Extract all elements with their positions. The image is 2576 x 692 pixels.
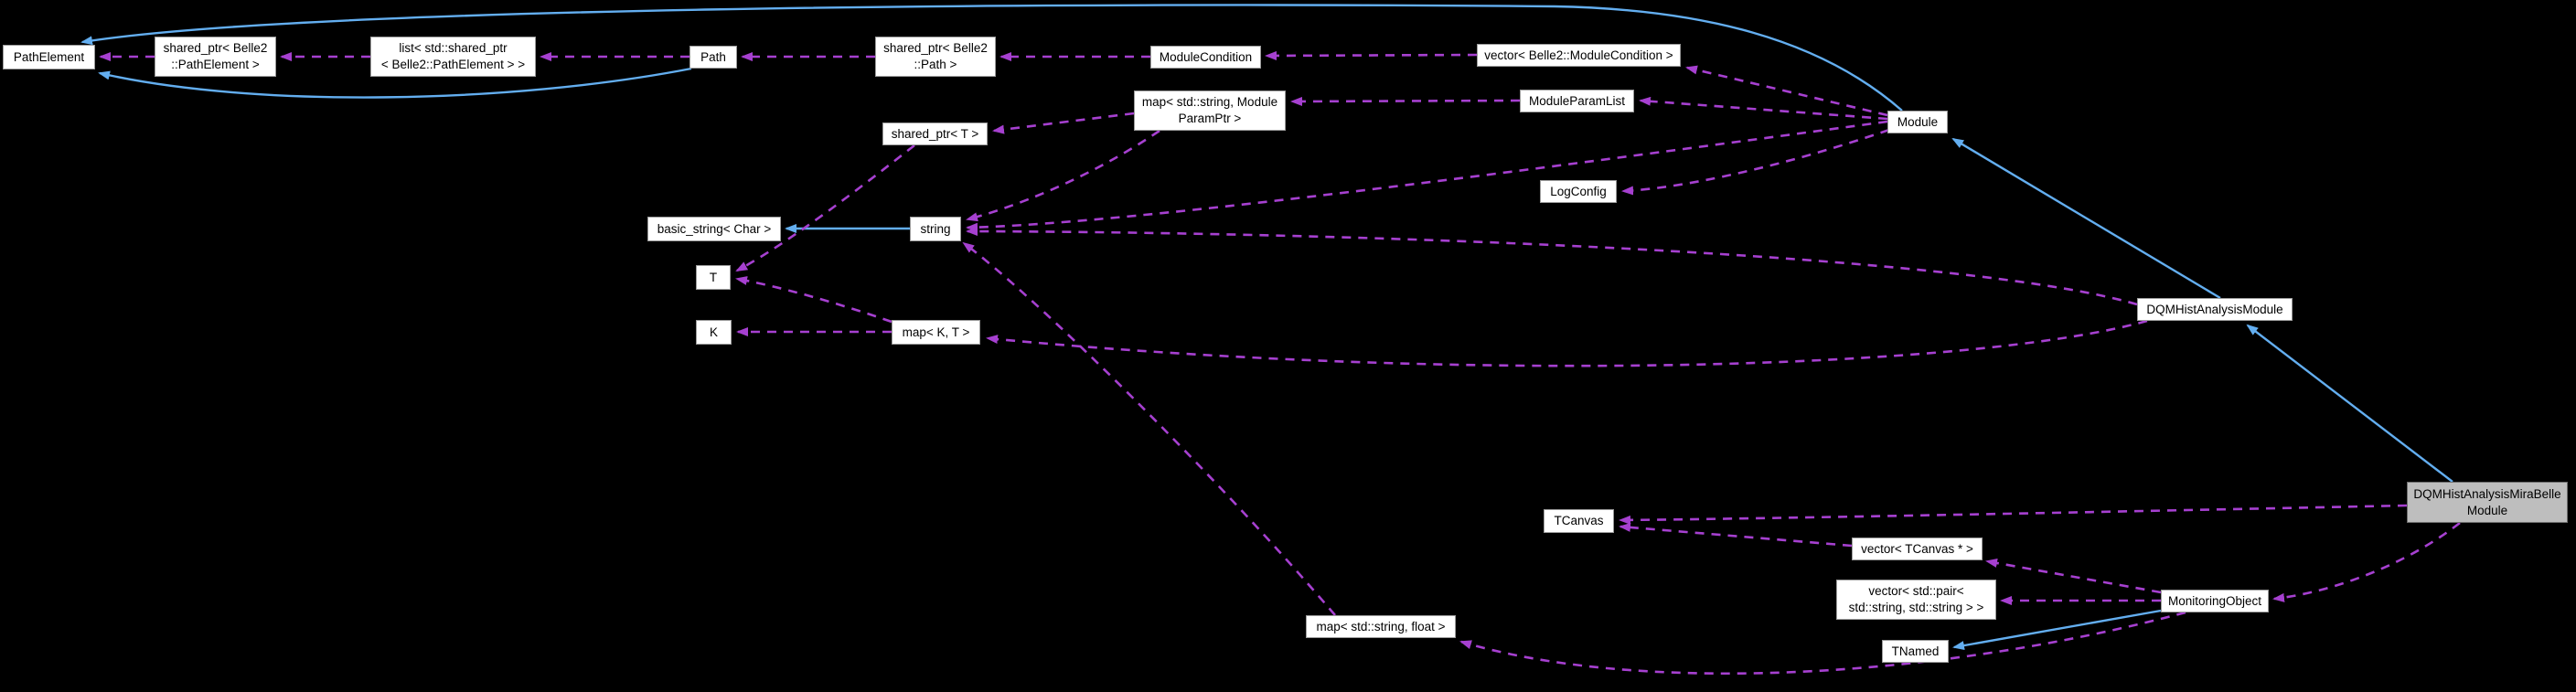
node-label: DQMHistAnalysisMiraBelle xyxy=(2413,486,2561,501)
node-label: string xyxy=(920,221,951,236)
node-label: TNamed xyxy=(1891,644,1940,658)
node-label: Module xyxy=(1897,114,1939,129)
node-modulecondition[interactable]: ModuleCondition xyxy=(1150,46,1261,69)
node-label: DQMHistAnalysisModule xyxy=(2146,302,2283,316)
edge-map-moduleparamptr-to-string xyxy=(966,129,1160,222)
edge-map-moduleparamptr-to-shared-ptr-t xyxy=(992,112,1135,134)
edge-module-to-vector-modulecondition xyxy=(1685,65,1888,117)
node-t[interactable]: T xyxy=(696,265,731,290)
node-label: ModuleCondition xyxy=(1159,49,1253,64)
edge-module-to-pathelement xyxy=(80,4,1903,112)
node-label: T xyxy=(709,270,718,284)
node-pathelement[interactable]: PathElement xyxy=(3,45,95,69)
node-label: MonitoringObject xyxy=(2167,593,2262,608)
node-label: vector< Belle2::ModuleCondition > xyxy=(1484,48,1673,62)
node-label: LogConfig xyxy=(1550,184,1607,198)
node-string[interactable]: string xyxy=(910,217,961,241)
node-label: std::string, std::string > > xyxy=(1848,601,1984,614)
edge-dqmhistanalysismirabellemodule-to-tcanvas xyxy=(1619,504,2408,525)
node-label: map< std::string, Module xyxy=(1141,95,1278,110)
edge-vector-modulecondition-to-modulecondition xyxy=(1265,50,1478,60)
node-label: PathElement xyxy=(13,49,85,64)
node-label: list< std::shared_ptr xyxy=(399,41,508,56)
node-label: vector< TCanvas * > xyxy=(1861,541,1973,556)
node-k[interactable]: K xyxy=(696,320,732,345)
node-label: vector< std::pair< xyxy=(1868,584,1964,599)
edge-shared-ptr-t-to-t xyxy=(735,144,915,272)
node-dqmhistanalysismodule[interactable]: DQMHistAnalysisModule xyxy=(2137,298,2293,321)
node-shared-ptr-path[interactable]: shared_ptr< Belle2::Path > xyxy=(875,37,996,77)
edge-module-to-logconfig xyxy=(1621,128,1890,196)
node-tnamed[interactable]: TNamed xyxy=(1882,640,1949,663)
edge-dqmhistanalysismodule-to-module xyxy=(1951,137,2221,300)
node-label: K xyxy=(709,325,718,339)
node-map-k-t[interactable]: map< K, T > xyxy=(892,320,980,345)
node-label: < Belle2::PathElement > > xyxy=(380,58,526,71)
node-label: Path xyxy=(700,49,726,64)
node-label: ModuleParamList xyxy=(1528,93,1626,108)
node-label: ::Path > xyxy=(914,58,957,71)
node-map-string-float[interactable]: map< std::string, float > xyxy=(1306,615,1456,638)
edge-monitoringobject-to-tnamed xyxy=(1952,609,2162,651)
node-label: map< std::string, float > xyxy=(1316,619,1446,633)
node-path[interactable]: Path xyxy=(689,46,737,69)
node-list-shared-ptr-pathelement[interactable]: list< std::shared_ptr< Belle2::PathEleme… xyxy=(370,37,536,77)
node-shared-ptr-t[interactable]: shared_ptr< T > xyxy=(882,122,988,145)
edge-vector-tcanvas-to-tcanvas xyxy=(1619,522,1853,548)
edge-dqmhistanalysismirabellemodule-to-monitoringobject xyxy=(2272,521,2461,602)
node-moduleparamlist[interactable]: ModuleParamList xyxy=(1520,90,1634,112)
edge-dqmhistanalysismirabellemodule-to-dqmhistanalysismodule xyxy=(2246,324,2453,483)
edge-module-to-string xyxy=(966,120,1888,232)
node-label: TCanvas xyxy=(1554,514,1604,528)
edge-dqmhistanalysismodule-to-map-k-t xyxy=(986,319,2148,367)
node-label: ParamPtr > xyxy=(1178,112,1242,125)
node-module[interactable]: Module xyxy=(1887,111,1948,133)
node-logconfig[interactable]: LogConfig xyxy=(1540,180,1617,203)
node-label: Module xyxy=(2466,503,2508,517)
edge-module-to-moduleparamlist xyxy=(1639,96,1888,121)
node-label: map< K, T > xyxy=(902,325,970,339)
node-label: basic_string< Char > xyxy=(657,221,772,236)
node-vector-tcanvas[interactable]: vector< TCanvas * > xyxy=(1852,538,1983,560)
node-label: shared_ptr< Belle2 xyxy=(883,41,988,56)
node-monitoringobject[interactable]: MonitoringObject xyxy=(2161,590,2269,612)
edge-dqmhistanalysismodule-to-string xyxy=(966,227,2138,306)
edge-map-k-t-to-t xyxy=(735,276,893,324)
node-vector-modulecondition[interactable]: vector< Belle2::ModuleCondition > xyxy=(1477,44,1681,67)
node-label: shared_ptr< Belle2 xyxy=(163,41,268,56)
edge-path-to-pathelement xyxy=(98,67,692,99)
node-tcanvas[interactable]: TCanvas xyxy=(1544,509,1614,533)
edge-monitoringobject-to-vector-tcanvas xyxy=(1985,559,2162,594)
edge-monitoringobject-to-map-string-float xyxy=(1459,611,2186,676)
node-label: shared_ptr< T > xyxy=(891,126,979,141)
node-label: ::PathElement > xyxy=(171,58,260,71)
node-shared-ptr-pathelement[interactable]: shared_ptr< Belle2::PathElement > xyxy=(155,37,276,77)
node-basic-string-char[interactable]: basic_string< Char > xyxy=(647,217,781,241)
edge-map-string-float-to-string xyxy=(962,241,1336,616)
node-vector-pair-string-string[interactable]: vector< std::pair<std::string, std::stri… xyxy=(1836,580,1996,620)
